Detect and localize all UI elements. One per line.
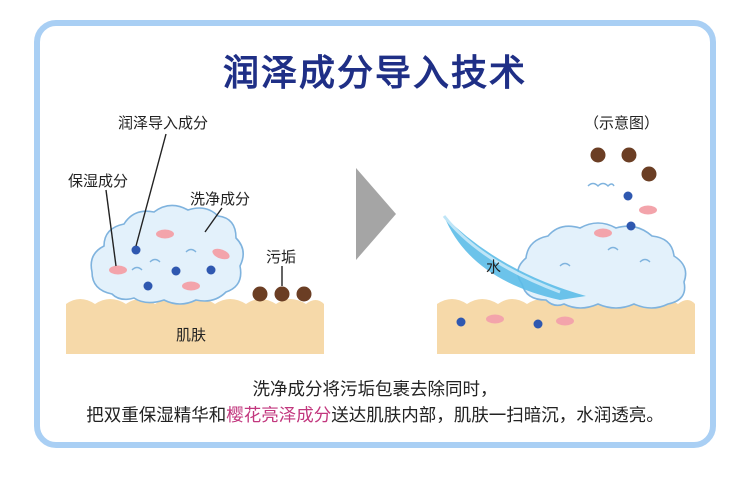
skin-block-right [437, 299, 695, 354]
label-illustration: （示意图） [584, 114, 660, 132]
cloud-right [517, 222, 687, 309]
label-cleansing: 洗净成分 [190, 190, 251, 208]
blue-dot [626, 221, 636, 231]
pink-dot [486, 314, 504, 324]
description-line-1: 洗净成分将污垢包裹去除同时， [252, 380, 498, 400]
pink-dot [556, 316, 574, 326]
pink-dot [639, 205, 657, 215]
water-wave [444, 216, 586, 300]
skin-block-left [66, 299, 324, 354]
blue-dot [456, 317, 466, 327]
pink-dot [156, 229, 174, 239]
blue-dot [206, 265, 216, 275]
description-line-2: 把双重保湿精华和樱花亮泽成分送达肌肤内部，肌肤一扫暗沉，水润透亮。 [0, 402, 750, 427]
pink-dot [212, 248, 230, 260]
blue-dot [143, 281, 153, 291]
dirt-particle [641, 166, 657, 182]
label-moisturizing: 保湿成分 [68, 172, 129, 190]
label-dirt: 污垢 [266, 248, 297, 266]
dirt-particle [296, 286, 312, 302]
highlight-ingredient: 樱花亮泽成分 [226, 406, 332, 426]
pink-dot [594, 228, 612, 238]
dirt-particle [590, 147, 606, 163]
label-skin: 肌肤 [176, 326, 207, 344]
blue-dot [533, 319, 543, 329]
pink-dot [109, 265, 127, 275]
dirt-particle [621, 147, 637, 163]
blue-dot [623, 191, 633, 201]
next-arrow [356, 168, 396, 260]
blue-dot [131, 245, 141, 255]
label-water: 水 [486, 258, 502, 276]
page-title: 润泽成分导入技术 [222, 53, 527, 94]
dirt-particle [252, 286, 268, 302]
dirt-particle [274, 286, 290, 302]
cloud-left [90, 204, 244, 305]
description-text: 送达肌肤内部，肌肤一扫暗沉，水润透亮。 [331, 406, 664, 426]
blue-dot [171, 266, 181, 276]
description-text: 把双重保湿精华和 [86, 406, 227, 426]
pink-dot [182, 281, 200, 291]
label-moisture-import: 润泽导入成分 [118, 114, 209, 132]
